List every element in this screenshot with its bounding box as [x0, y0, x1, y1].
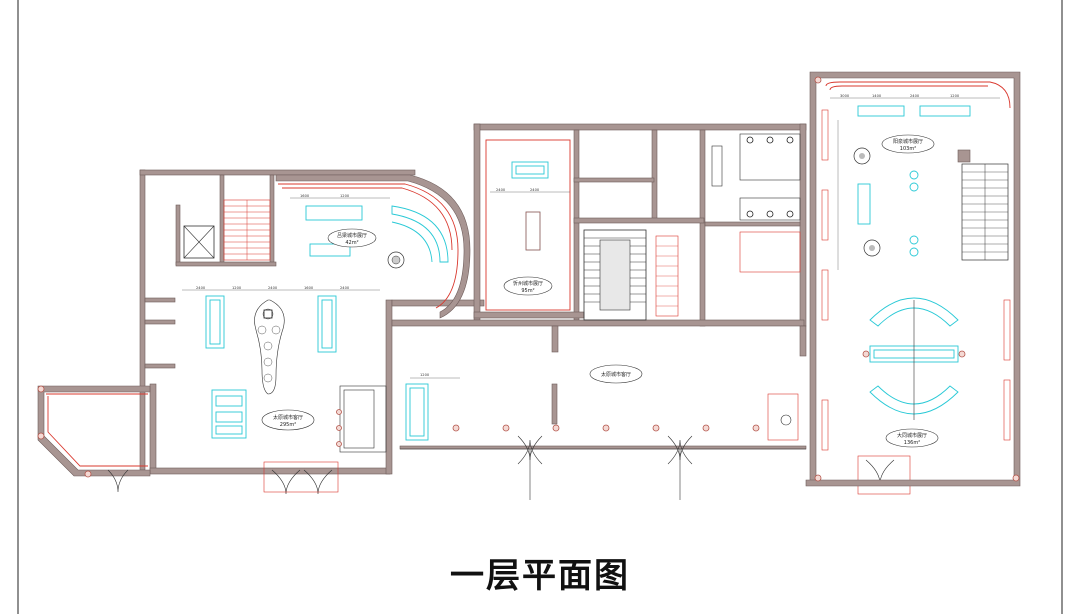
- left-stairs: [183, 199, 271, 261]
- room-label-taiyuan-hall: 太原城市客厅 295m²: [261, 409, 315, 431]
- svg-text:忻州城市展厅: 忻州城市展厅: [513, 280, 543, 287]
- room-label-datong-hall: 大同城市展厅 136m²: [885, 428, 939, 448]
- svg-text:103m²: 103m²: [900, 146, 916, 152]
- yangquan-hall-furniture: [853, 105, 971, 257]
- room-label-xinzhou-hall: 忻州城市展厅 95m²: [503, 276, 553, 296]
- xinzhou-hall-furniture: [485, 139, 571, 311]
- left-hall-furniture: [205, 205, 449, 453]
- lvliang-hall-shape: [275, 174, 471, 319]
- svg-text:1200: 1200: [950, 94, 960, 98]
- entrance-doors: [107, 435, 911, 495]
- svg-text:太原城市客厅: 太原城市客厅: [273, 414, 303, 421]
- plan-title: 一层平面图: [450, 556, 630, 596]
- svg-text:2400: 2400: [268, 286, 278, 290]
- svg-text:2400: 2400: [196, 286, 206, 290]
- svg-text:吕梁城市展厅: 吕梁城市展厅: [337, 232, 367, 239]
- svg-text:阳泉城市展厅: 阳泉城市展厅: [893, 138, 923, 145]
- svg-text:3000: 3000: [840, 94, 850, 98]
- room-label-taiyuan-center: 太原城市客厅: [589, 364, 643, 384]
- right-block-windows: [814, 76, 1020, 482]
- svg-text:1600: 1600: [300, 194, 310, 198]
- svg-text:2400: 2400: [496, 188, 506, 192]
- room-label-lvliang-hall: 吕梁城市展厅 42m²: [327, 228, 377, 248]
- svg-text:2400: 2400: [340, 286, 350, 290]
- restroom-fixtures: [711, 133, 801, 273]
- svg-text:295m²: 295m²: [280, 422, 296, 428]
- dimension-lines: [182, 97, 1000, 379]
- svg-text:2400: 2400: [530, 188, 540, 192]
- svg-text:95m²: 95m²: [521, 288, 534, 294]
- svg-text:1400: 1400: [872, 94, 882, 98]
- svg-text:1600: 1600: [304, 286, 314, 290]
- dimension-labels: 2400 1200 2400 1600 2400 1600 1200 2400 …: [196, 94, 960, 377]
- left-balcony: [37, 385, 151, 478]
- svg-text:136m²: 136m²: [904, 440, 920, 446]
- svg-text:1200: 1200: [232, 286, 242, 290]
- middle-block-walls: [391, 123, 807, 357]
- svg-text:42m²: 42m²: [345, 240, 358, 246]
- central-lobby: [399, 383, 807, 500]
- datong-hall-furniture: [862, 297, 966, 420]
- room-label-yangquan-hall: 阳泉城市展厅 103m²: [881, 134, 935, 154]
- svg-text:2400: 2400: [910, 94, 920, 98]
- svg-text:太原城市客厅: 太原城市客厅: [601, 371, 631, 378]
- right-stairs: [961, 163, 1009, 261]
- central-stairs: [583, 229, 679, 321]
- svg-text:大同城市展厅: 大同城市展厅: [897, 432, 927, 439]
- svg-text:1200: 1200: [340, 194, 350, 198]
- svg-text:1200: 1200: [420, 373, 430, 377]
